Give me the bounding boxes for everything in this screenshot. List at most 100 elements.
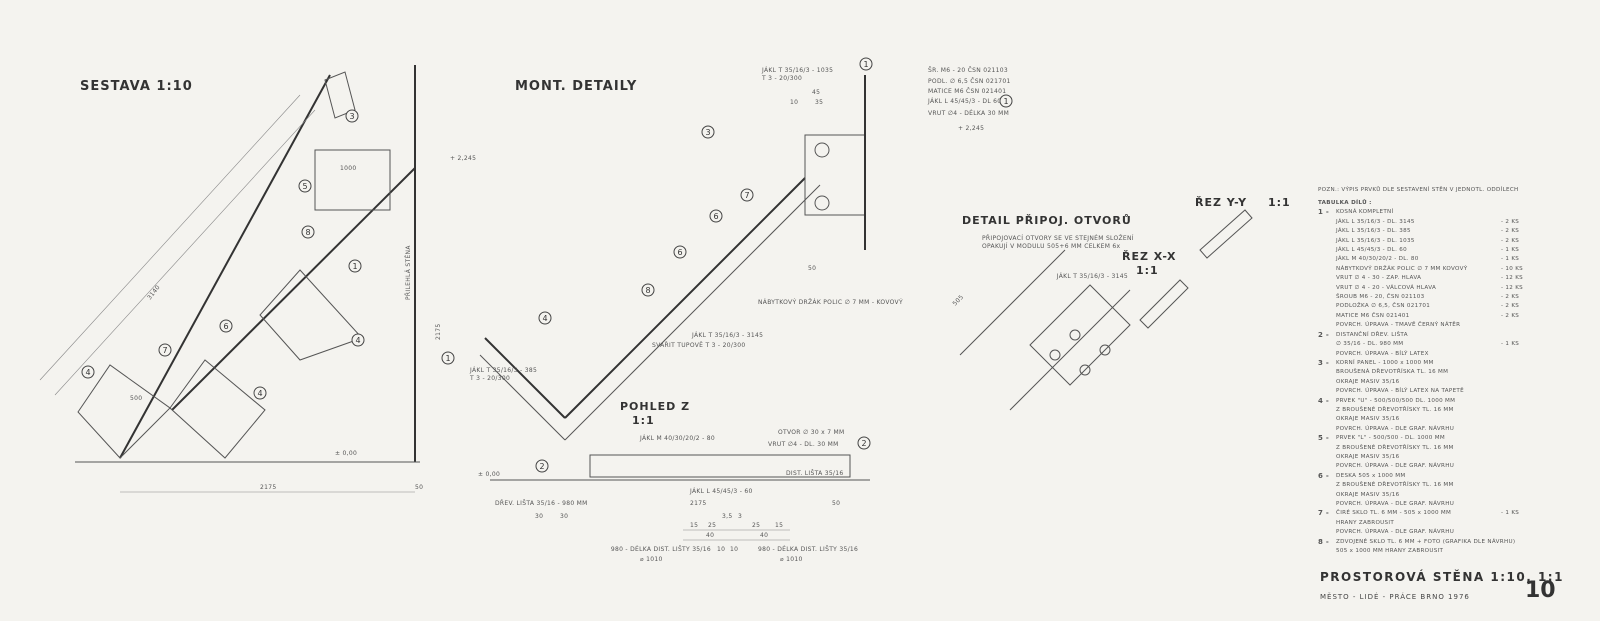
mounting-details-view: MONT. DETAILY POHLED Z 1:1 JÁKL T 35/16/… xyxy=(441,57,1013,563)
parts-list-row: OKRAJE MASIV 35/16 xyxy=(1318,491,1578,500)
element-4-top xyxy=(259,269,363,361)
part-quantity: - 1 KS xyxy=(1501,247,1520,254)
v-left-arm xyxy=(484,337,566,419)
part-number: 2 - xyxy=(1318,330,1330,339)
main-frame xyxy=(119,74,331,459)
dim-line xyxy=(39,94,301,381)
svg-text:PODL. ∅ 6,5 ČSN 021701: PODL. ∅ 6,5 ČSN 021701 xyxy=(928,78,1011,85)
svg-text:4: 4 xyxy=(257,389,262,398)
bolt-icon xyxy=(814,195,830,211)
dim-label: 1000 xyxy=(340,165,356,172)
part-description: OKRAJE MASIV 35/16 xyxy=(1336,453,1400,460)
svg-text:JÁKL L 45/45/3 - 60: JÁKL L 45/45/3 - 60 xyxy=(689,488,753,495)
part-number xyxy=(1318,491,1336,500)
parts-list-row: 1 -KOSNÁ KOMPLETNÍ xyxy=(1318,208,1578,217)
dim-label: 2175 xyxy=(435,324,442,340)
parts-list-row: Z BROUŠENÉ DŘEVOTŘÍSKY TL. 16 MM xyxy=(1318,481,1578,490)
part-number xyxy=(1318,237,1336,246)
svg-text:7: 7 xyxy=(744,191,749,200)
svg-text:6: 6 xyxy=(223,322,228,331)
part-number xyxy=(1318,444,1336,453)
part-number xyxy=(1318,406,1336,415)
svg-text:DIST. LIŠTA 35/16: DIST. LIŠTA 35/16 xyxy=(786,470,844,477)
part-description: PODLOŽKA ∅ 6,5, ČSN 021701 xyxy=(1336,303,1431,310)
part-description: ŠROUB M6 - 20, ČSN 021103 xyxy=(1336,294,1425,301)
parts-list-row: OKRAJE MASIV 35/16 xyxy=(1318,415,1578,424)
parts-list-row: JÁKL L 35/16/3 - DL. 385 - 2 KS xyxy=(1318,227,1578,236)
parts-list-row: ∅ 35/16 - DL. 980 MM- 1 KS xyxy=(1318,340,1578,349)
section-yy-profile xyxy=(1199,209,1253,259)
part-quantity: - 12 KS xyxy=(1501,284,1524,291)
part-description: KORNÍ PANEL - 1000 x 1000 MM xyxy=(1336,359,1434,366)
part-description: POVRCH. ÚPRAVA - DLE GRAF. NÁVRHU xyxy=(1336,425,1455,432)
part-description: JÁKL L 35/16/3 - DL. 385 xyxy=(1336,228,1411,235)
part-description: VRUT ∅ 4 - 30 - ZAP. HLAVA xyxy=(1336,275,1422,282)
svg-text:DŘEV. LIŠTA 35/16 - 980 MM: DŘEV. LIŠTA 35/16 - 980 MM xyxy=(495,499,588,507)
part-description: POVRCH. ÚPRAVA - BÍLÝ LATEX xyxy=(1336,350,1429,357)
part-number xyxy=(1318,547,1336,556)
part-description: KOSNÁ KOMPLETNÍ xyxy=(1336,209,1394,216)
callouts-assembly: 3 5 8 1 6 4 7 4 4 xyxy=(81,109,365,400)
part-number xyxy=(1318,519,1336,528)
parts-list-row: POVRCH. ÚPRAVA - DLE GRAF. NÁVRHU xyxy=(1318,425,1578,434)
part-description: DESKA 505 x 1000 MM xyxy=(1336,472,1406,479)
svg-text:50: 50 xyxy=(808,265,816,272)
svg-text:1: 1 xyxy=(1003,97,1008,106)
svg-text:10: 10 xyxy=(730,546,738,553)
parts-list-row: POVRCH. ÚPRAVA - DLE GRAF. NÁVRHU xyxy=(1318,462,1578,471)
svg-text:⌀ 1010: ⌀ 1010 xyxy=(640,556,663,563)
svg-text:15: 15 xyxy=(690,522,698,529)
part-description: BROUŠENÁ DŘEVOTŘÍSKA TL. 16 MM xyxy=(1336,369,1449,376)
part-description: POVRCH. ÚPRAVA - BÍLÝ LATEX NA TAPETĚ xyxy=(1336,388,1464,395)
part-number xyxy=(1318,340,1336,349)
svg-text:1: 1 xyxy=(445,354,450,363)
svg-text:OTVOR ∅ 30 x 7 MM: OTVOR ∅ 30 x 7 MM xyxy=(778,429,845,436)
svg-text:25: 25 xyxy=(708,522,716,529)
part-quantity: - 12 KS xyxy=(1501,275,1524,282)
hole-icon xyxy=(1049,349,1061,361)
svg-text:NÁBYTKOVÝ DRŽÁK POLIC ∅ 7 MM -: NÁBYTKOVÝ DRŽÁK POLIC ∅ 7 MM - KOVOVÝ xyxy=(758,298,903,306)
parts-list-row: VRUT ∅ 4 - 30 - ZAP. HLAVA - 12 KS xyxy=(1318,274,1578,283)
part-number xyxy=(1318,265,1336,274)
part-description: ČIRÉ SKLO TL. 6 MM - 505 x 1000 MM xyxy=(1336,510,1452,517)
part-number xyxy=(1318,302,1336,311)
part-number: 3 - xyxy=(1318,358,1330,367)
part-quantity: - 10 KS xyxy=(1501,265,1524,272)
svg-text:+ 2,245: + 2,245 xyxy=(958,125,984,132)
sheet-title: PROSTOROVÁ STĚNA 1:10, 1:1 xyxy=(1320,570,1564,584)
part-number xyxy=(1318,312,1336,321)
frame-arm xyxy=(171,167,416,411)
part-description: OKRAJE MASIV 35/16 xyxy=(1336,416,1400,423)
part-description: Z BROUŠENÉ DŘEVOTŘÍSKY TL. 16 MM xyxy=(1336,406,1454,413)
parts-list-row: VRUT ∅ 4 - 20 - VÁLCOVÁ HLAVA - 12 KS xyxy=(1318,284,1578,293)
part-description: POVRCH. ÚPRAVA - DLE GRAF. NÁVRHU xyxy=(1336,463,1455,470)
svg-text:3: 3 xyxy=(705,128,710,137)
element-3 xyxy=(324,71,356,119)
svg-text:45: 45 xyxy=(812,89,820,96)
parts-list-row: POVRCH. ÚPRAVA - DLE GRAF. NÁVRHU xyxy=(1318,500,1578,509)
svg-text:6: 6 xyxy=(713,212,718,221)
v-right-arm xyxy=(564,177,806,419)
parts-note: POZN.: VÝPIS PRVKŮ DLE SESTAVENÍ STĚN V … xyxy=(1318,187,1519,193)
svg-text:1:1: 1:1 xyxy=(1136,264,1159,277)
parts-list-row: OKRAJE MASIV 35/16 xyxy=(1318,378,1578,387)
parts-list-row: Z BROUŠENÉ DŘEVOTŘÍSKY TL. 16 MM xyxy=(1318,444,1578,453)
part-description: VRUT ∅ 4 - 20 - VÁLCOVÁ HLAVA xyxy=(1336,284,1437,291)
parts-list-row: ŠROUB M6 - 20, ČSN 021103- 2 KS xyxy=(1318,293,1578,302)
svg-text:8: 8 xyxy=(645,286,650,295)
svg-text:5: 5 xyxy=(302,182,307,191)
hole-icon xyxy=(1069,329,1081,341)
part-description: 505 x 1000 MM HRANY ZABROUSIT xyxy=(1336,548,1444,555)
svg-text:50: 50 xyxy=(832,500,840,507)
part-number xyxy=(1318,293,1336,302)
view-z-scale: 1:1 xyxy=(632,414,655,427)
dim-label: 500 xyxy=(130,395,142,402)
part-quantity: - 2 KS xyxy=(1501,228,1520,235)
element-4-right xyxy=(169,359,266,459)
svg-text:JÁKL M 40/30/20/2 - 80: JÁKL M 40/30/20/2 - 80 xyxy=(639,435,715,442)
svg-text:1: 1 xyxy=(352,262,357,271)
part-number xyxy=(1318,350,1336,359)
svg-text:1:1: 1:1 xyxy=(1268,196,1291,209)
svg-text:VRUT ∅4 - DL. 30 MM: VRUT ∅4 - DL. 30 MM xyxy=(768,441,839,448)
